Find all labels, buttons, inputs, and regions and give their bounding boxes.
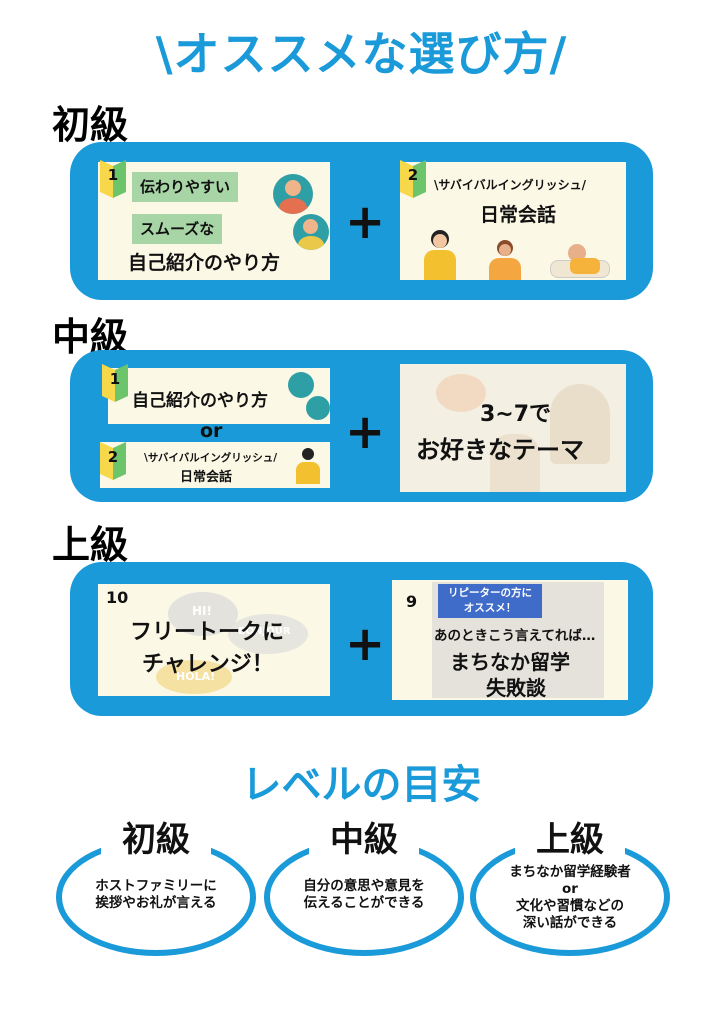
person-avatar-icon: [293, 214, 329, 250]
thumbs-up-icon: [490, 434, 540, 492]
intermediate-card-intro[interactable]: 自己紹介のやり方: [108, 368, 330, 424]
card-title: 日常会話: [480, 204, 557, 226]
person-eating-icon: [422, 230, 458, 280]
advanced-card-failure[interactable]: 9 リピーターの方に オススメ！ あのときこう言えてれば… まちなか留学 失敗談: [392, 580, 628, 700]
speech-bubble-icon: [168, 592, 238, 636]
card-subtitle: \サバイバルイングリッシュ/: [144, 452, 278, 464]
guide-text: ホストファミリーに 挨拶やお礼が言える: [95, 878, 217, 911]
freetalk-line2: チャレンジ！: [142, 652, 274, 677]
intermediate-card-themes[interactable]: 3~7で お好きなテーマ: [400, 364, 626, 492]
tag-smooth: スムーズな: [132, 214, 223, 244]
tag-easy-to-convey: 伝わりやすい: [132, 172, 239, 202]
bubble-hi: HI!: [192, 604, 212, 618]
bubble-bonjour: BONJOUR: [238, 626, 291, 637]
card-title: 自己紹介のやり方: [128, 252, 281, 274]
intermediate-panel: 自己紹介のやり方 1 or \サバイバルイングリッシュ/ 日常会話 2 + 3~…: [70, 350, 653, 502]
plus-icon: +: [345, 616, 386, 672]
topic-number: 9: [406, 592, 418, 611]
failure-line1: まちなか留学: [450, 650, 570, 674]
guide-beginner: 初級 ホストファミリーに 挨拶やお礼が言える: [56, 808, 256, 958]
topic-number: 10: [106, 588, 129, 607]
person-drinking-icon: [485, 240, 525, 280]
guide-advanced: 上級 まちなか留学経験者 or 文化や習慣などの 深い話ができる: [470, 808, 670, 958]
person-eating-icon: [296, 448, 320, 484]
themes-line1: 3~7で: [480, 402, 552, 427]
advanced-heading: 上級: [52, 523, 129, 567]
failure-line2: 失敗談: [486, 676, 546, 700]
speech-bubble-icon: [228, 614, 308, 654]
intermediate-card-daily[interactable]: \サバイバルイングリッシュ/ 日常会話: [100, 442, 330, 488]
or-label: or: [200, 420, 223, 442]
guide-text: 自分の意思や意見を 伝えることができる: [303, 878, 425, 911]
guide-label: 上級: [515, 816, 625, 864]
guide-text: まちなか留学経験者 or 文化や習慣などの 深い話ができる: [509, 864, 631, 931]
repeater-tag: リピーターの方に オススメ！: [438, 584, 542, 618]
level-guide-title: レベルの目安: [241, 762, 482, 808]
page-title: \オススメな選び方/: [155, 27, 568, 81]
speech-bubble-icon: [156, 660, 232, 694]
guide-label: 中級: [309, 816, 419, 864]
advanced-card-freetalk[interactable]: HI! BONJOUR HOLA! 10 フリートークに チャレンジ！: [98, 584, 330, 696]
card-title: 自己紹介のやり方: [132, 391, 268, 411]
beginner-heading: 初級: [52, 103, 129, 147]
themes-line2: お好きなテーマ: [416, 436, 584, 464]
freetalk-line1: フリートークに: [130, 620, 285, 645]
rank-badge-icon: 1: [100, 160, 126, 198]
guide-label: 初級: [101, 816, 211, 864]
person-avatar-icon: [273, 174, 313, 214]
bubble-hola: HOLA!: [176, 670, 216, 683]
beginner-panel: 伝わりやすい スムーズな 自己紹介のやり方 1 + \サバイバルイングリッシュ/…: [70, 142, 653, 300]
advanced-panel: HI! BONJOUR HOLA! 10 フリートークに チャレンジ！ + 9 …: [70, 562, 653, 716]
card-title: 日常会話: [180, 470, 233, 485]
person-sleeping-icon: [550, 240, 610, 280]
person-avatar-icon: [306, 396, 330, 420]
card-subtitle: \サバイバルイングリッシュ/: [434, 178, 587, 192]
guide-intermediate: 中級 自分の意思や意見を 伝えることができる: [264, 808, 464, 958]
failure-subtitle: あのときこう言えてれば…: [434, 628, 596, 644]
rank-badge-icon: 1: [102, 364, 128, 402]
speech-bubble-icon: [436, 374, 486, 412]
beginner-card-daily[interactable]: \サバイバルイングリッシュ/ 日常会話: [400, 162, 626, 280]
rank-badge-icon: 2: [100, 442, 126, 480]
plus-icon: +: [345, 194, 386, 250]
plus-icon: +: [345, 404, 386, 460]
people-hug-icon: [550, 384, 610, 464]
beginner-card-intro[interactable]: 伝わりやすい スムーズな 自己紹介のやり方: [98, 162, 330, 280]
rank-badge-icon: 2: [400, 160, 426, 198]
person-avatar-icon: [288, 372, 314, 398]
